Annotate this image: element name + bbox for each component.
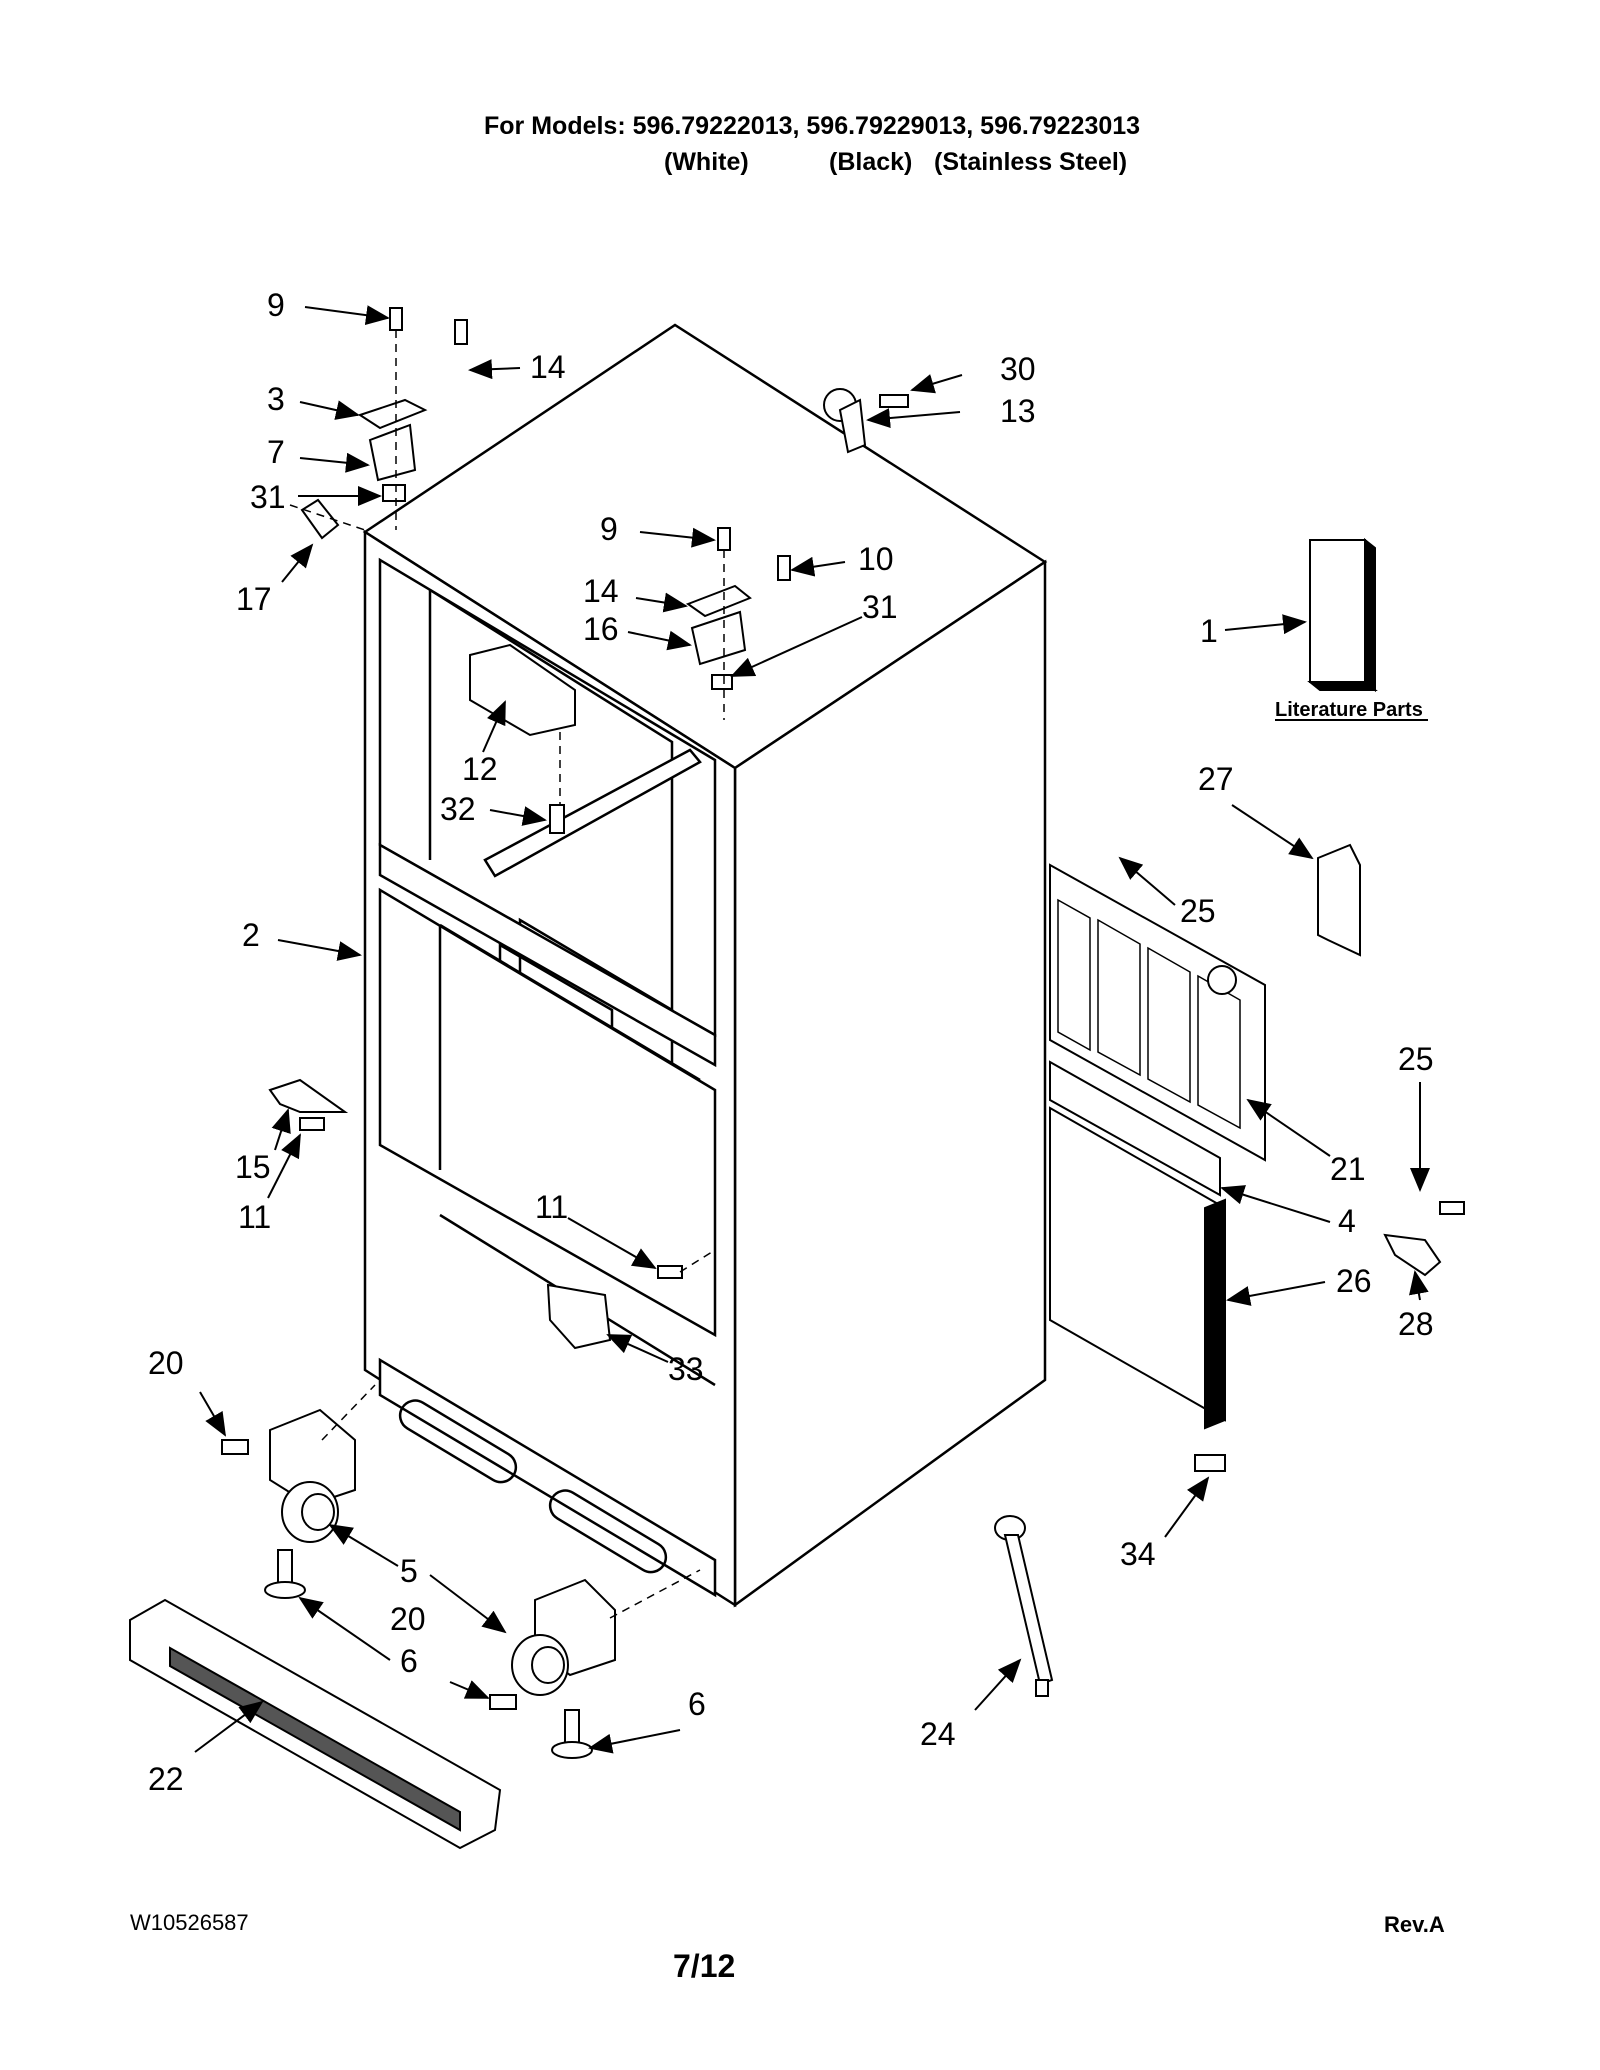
part-24-tube [994,1515,1054,1697]
callout-11-left: 11 [238,1199,271,1235]
callout-31-left: 31 [250,479,286,515]
callout-14-center: 10 [858,541,894,577]
callout-15: 15 [235,1149,271,1185]
callout-1: 1 [1200,613,1218,649]
callout-17: 17 [236,581,272,617]
part-33-hinge [546,1283,612,1350]
callout-13: 13 [1000,393,1036,429]
callout-12: 12 [462,751,498,787]
part-17 [300,498,340,540]
doc-number: W10526587 [130,1910,249,1935]
callout-25-clamp: 25 [1398,1041,1434,1077]
screw-9-left [389,307,403,331]
hinge-shim-7 [368,423,417,482]
callout-31-center: 31 [862,589,898,625]
literature-booklet [1307,537,1378,693]
models-header: For Models: 596.79222013, 596.79229013, … [484,112,1141,140]
callout-22: 22 [148,1761,184,1797]
finish-white-label: (White) [664,148,749,176]
callout-14-left: 14 [530,349,566,385]
part-4-strip [1049,1060,1221,1197]
screw-30 [879,394,909,408]
callout-34: 34 [1120,1536,1156,1572]
part-22-toe-grille [129,1598,502,1850]
callout-7: 7 [267,434,285,470]
callout-27: 27 [1198,761,1234,797]
finish-black-label: (Black) [829,148,913,176]
screw-20-left [221,1439,249,1455]
callout-30: 30 [1000,351,1036,387]
callout-2: 2 [242,917,260,953]
callout-24: 24 [920,1716,956,1752]
screw-9-center [717,527,731,551]
mullion [378,842,717,1068]
callout-3: 3 [267,381,285,417]
roller-assembly-left [221,1408,356,1543]
callout-20-left: 20 [148,1345,184,1381]
page-number: 7/12 [673,1948,736,1984]
screw-14-center [777,555,791,581]
hinge-3 [357,398,428,430]
callout-9-center: 9 [600,511,618,547]
callout-9-left: 9 [267,287,285,323]
callout-32: 32 [440,791,476,827]
part-28-clamp [1383,1201,1465,1277]
callout-11-center: 11 [535,1189,568,1225]
roller-assembly-right [489,1578,616,1710]
screw-32 [549,804,565,834]
top-left-hinge [357,307,468,502]
callout-26: 26 [1336,1263,1372,1299]
callout-6-right: 6 [688,1686,706,1722]
part-34 [1194,1454,1226,1472]
literature-parts-label: Literature Parts [1275,699,1423,721]
callout-10: 14 [583,573,619,609]
cabinet [362,323,1048,1608]
screw-11-center [657,1265,683,1279]
screw-20-right [489,1694,517,1710]
part-15-hinge [268,1078,349,1113]
finish-stainless-label: (Stainless Steel) [934,148,1128,176]
callout-21: 21 [1330,1151,1366,1187]
leveling-leg-6-left [264,1549,306,1599]
screw-14-left [454,319,468,345]
callout-20-right: 20 [390,1601,426,1637]
part-21-grille [1049,863,1266,1162]
callout-28: 28 [1398,1306,1434,1342]
callout-16: 16 [583,611,619,647]
hinge-10 [685,584,752,618]
callout-5: 5 [400,1553,418,1589]
part-27-clip [1317,843,1361,957]
revision: Rev.A [1384,1912,1445,1937]
callout-25-grille: 25 [1180,893,1216,929]
callout-4: 4 [1338,1203,1356,1239]
screw-11-left [299,1117,325,1131]
leveling-leg-6-right [551,1709,593,1759]
callout-6-left: 6 [400,1643,418,1679]
callout-33: 33 [668,1351,704,1387]
